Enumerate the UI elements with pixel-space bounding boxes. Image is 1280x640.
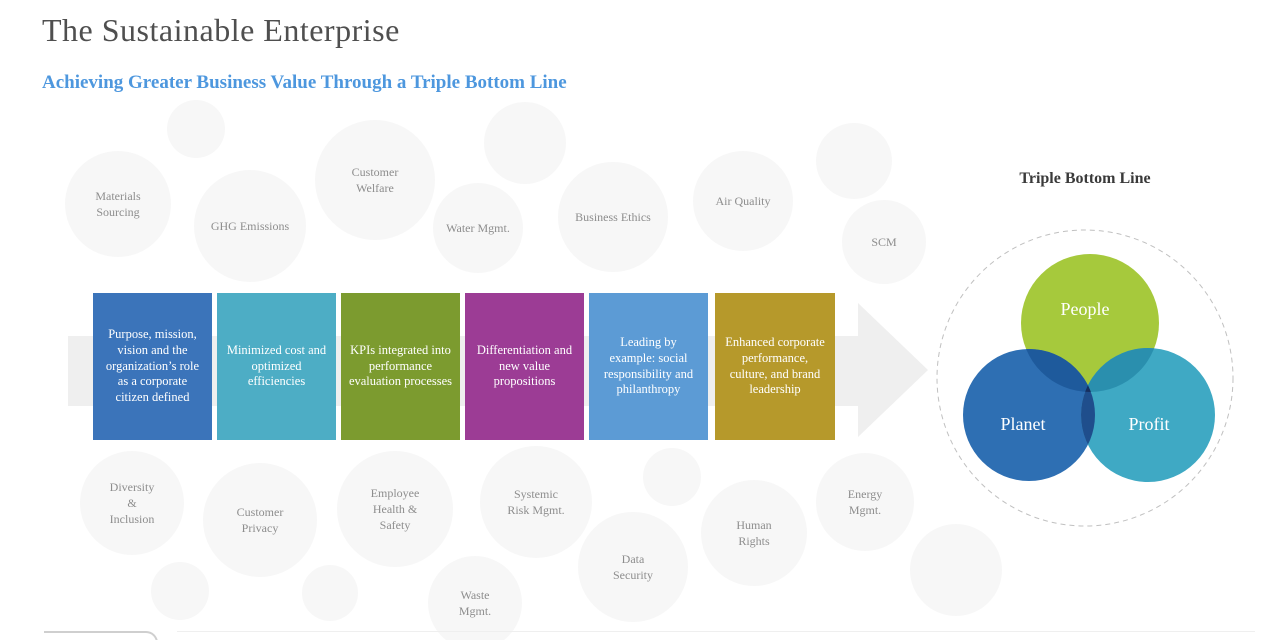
venn-heading: Triple Bottom Line <box>1019 170 1151 187</box>
process-step-5: Leading by example: social responsibilit… <box>589 293 708 440</box>
topic-label: Materials Sourcing <box>95 188 141 219</box>
partial-rounded-shape <box>44 631 158 640</box>
topic-label: Customer Welfare <box>351 164 399 195</box>
topic-label: Data Security <box>613 551 653 582</box>
topic-label: Customer Privacy <box>236 504 284 535</box>
process-step-label: Leading by example: social responsibilit… <box>603 335 694 397</box>
topic-circle-waste-mgmt: Waste Mgmt. <box>428 556 522 640</box>
decorative-circle <box>151 562 209 620</box>
topic-label: Systemic Risk Mgmt. <box>507 486 565 517</box>
triple-bottom-line-venn: People Planet Profit <box>936 229 1234 527</box>
people-label: People <box>1061 299 1110 319</box>
process-step-label: KPIs integrated into performance evaluat… <box>348 343 453 389</box>
topic-circle-air-quality: Air Quality <box>693 151 793 251</box>
process-step-label: Purpose, mission, vision and the organiz… <box>105 327 200 404</box>
topic-circle-business-ethics: Business Ethics <box>558 162 668 272</box>
process-step-2: Minimized cost and optimized efficiencie… <box>217 293 336 440</box>
topic-label: Employee Health & Safety <box>370 485 420 533</box>
topic-circle-human-rights: Human Rights <box>701 480 807 586</box>
decorative-circle <box>643 448 701 506</box>
process-step-6: Enhanced corporate performance, culture,… <box>715 293 835 440</box>
topic-label: SCM <box>871 234 897 249</box>
topic-label: Business Ethics <box>575 209 651 224</box>
topic-circle-energy-mgmt: Energy Mgmt. <box>816 453 914 551</box>
topic-label: Human Rights <box>736 517 772 548</box>
people-profit-overlap <box>1081 348 1159 392</box>
topic-circle-diversity-inclusion: Diversity & Inclusion <box>80 451 184 555</box>
topic-label: Energy Mgmt. <box>847 486 883 517</box>
process-step-1: Purpose, mission, vision and the organiz… <box>93 293 212 440</box>
topic-circle-customer-privacy: Customer Privacy <box>203 463 317 577</box>
topic-circle-employee-health-safety: Employee Health & Safety <box>337 451 453 567</box>
people-planet-overlap <box>1021 349 1095 392</box>
venn-dashed-boundary <box>936 229 1234 527</box>
topic-label: GHG Emissions <box>210 218 290 233</box>
page-title: The Sustainable Enterprise <box>42 12 400 48</box>
topic-label: Diversity & Inclusion <box>109 479 155 527</box>
planet-label: Planet <box>1001 414 1046 434</box>
decorative-circle <box>910 524 1002 616</box>
decorative-circle <box>302 565 358 621</box>
process-step-4: Differentiation and new value propositio… <box>465 293 584 440</box>
topic-circle-water-mgmt: Water Mgmt. <box>433 183 523 273</box>
process-step-label: Differentiation and new value propositio… <box>476 343 573 389</box>
divider-line <box>177 631 1255 632</box>
topic-circle-scm: SCM <box>842 200 926 284</box>
decorative-circle <box>816 123 892 199</box>
process-step-3: KPIs integrated into performance evaluat… <box>341 293 460 440</box>
topic-circle-data-security: Data Security <box>578 512 688 622</box>
topic-circle-materials-sourcing: Materials Sourcing <box>65 151 171 257</box>
topic-label: Air Quality <box>715 193 771 208</box>
process-step-label: Minimized cost and optimized efficiencie… <box>226 343 327 389</box>
topic-label: Water Mgmt. <box>446 220 510 235</box>
decorative-circle <box>484 102 566 184</box>
topic-circle-customer-welfare: Customer Welfare <box>315 120 435 240</box>
topic-label: Waste Mgmt. <box>458 587 492 618</box>
topic-circle-ghg-emissions: GHG Emissions <box>194 170 306 282</box>
profit-label: Profit <box>1128 414 1169 434</box>
process-step-label: Enhanced corporate performance, culture,… <box>725 335 825 397</box>
decorative-circle <box>167 100 225 158</box>
page-subtitle: Achieving Greater Business Value Through… <box>42 72 567 93</box>
topic-circle-systemic-risk-mgmt: Systemic Risk Mgmt. <box>480 446 592 558</box>
